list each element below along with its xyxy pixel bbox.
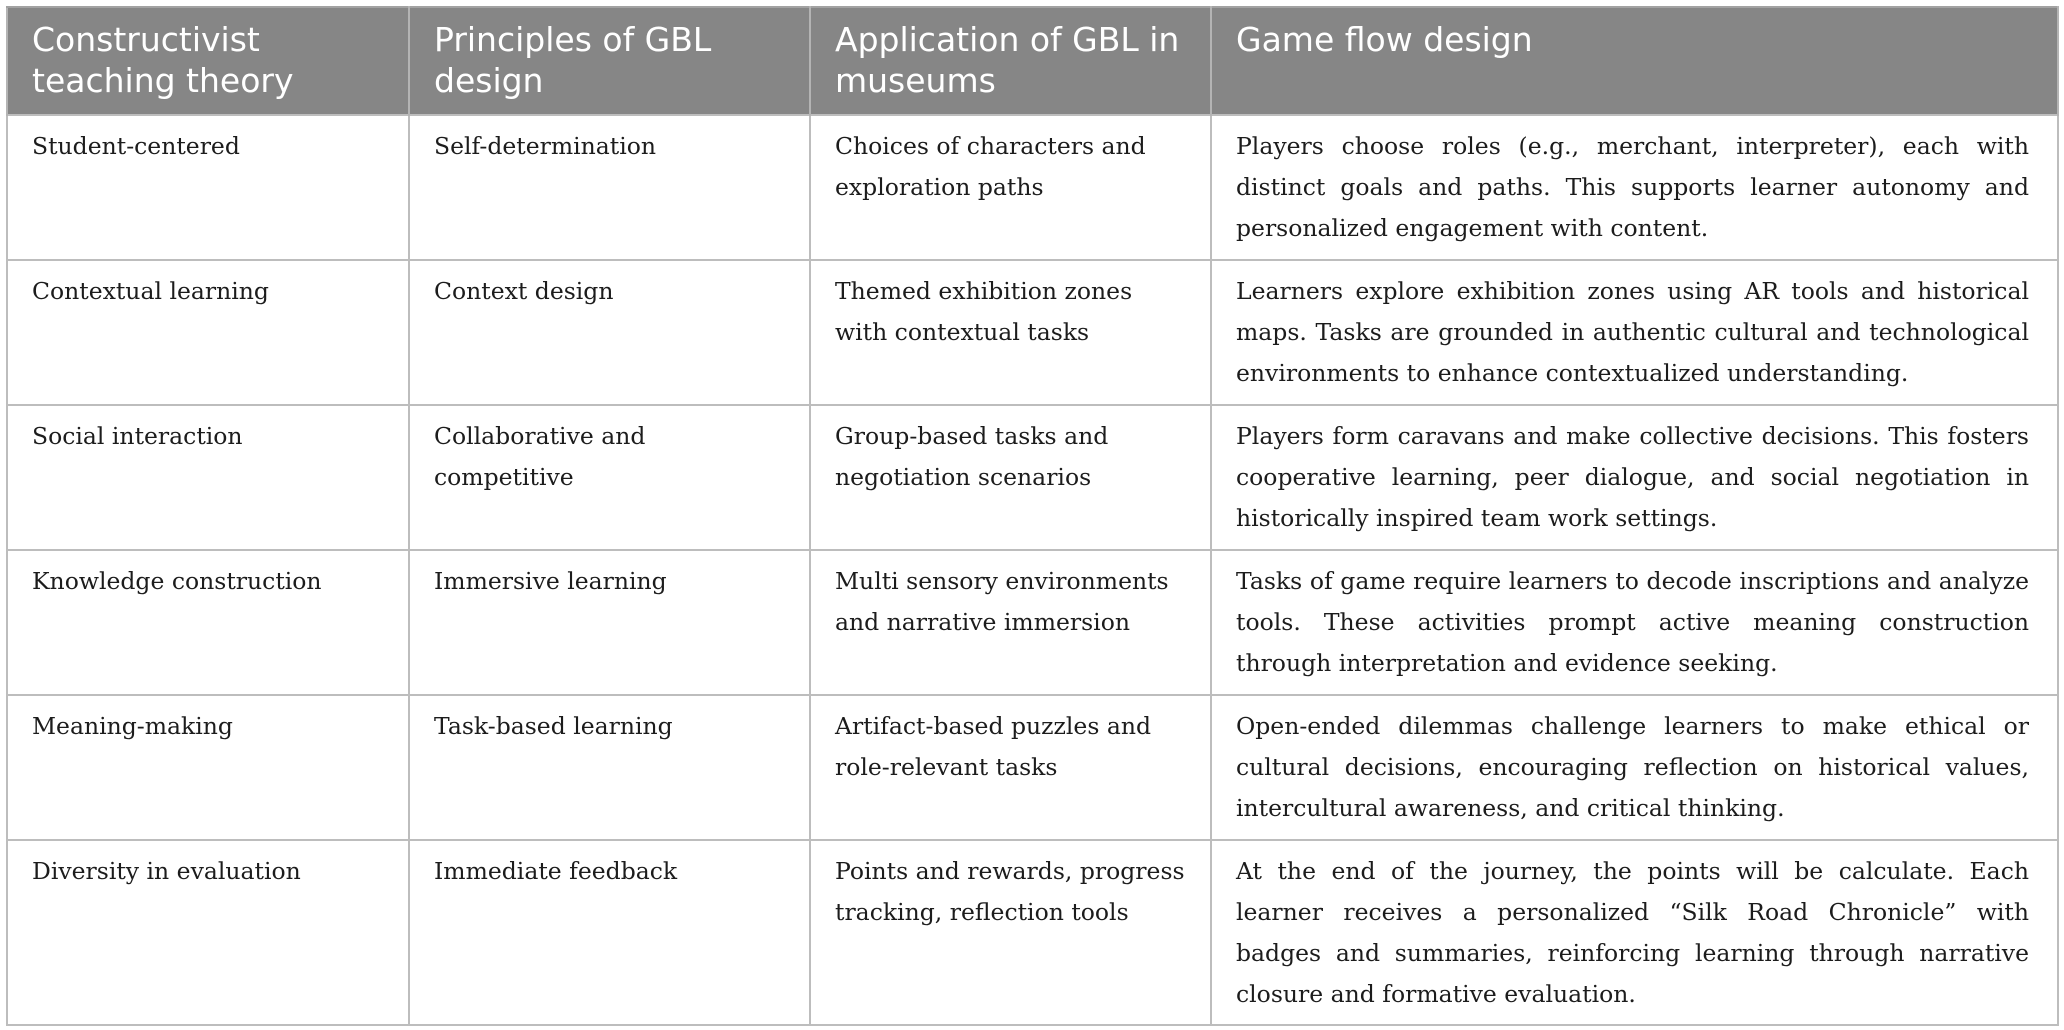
cell-application: Points and rewards, progress tracking, r… bbox=[809, 839, 1212, 1026]
gbl-framework-table-container: Constructivist teaching theory Principle… bbox=[6, 6, 2059, 1026]
cell-game-flow: Tasks of game require learners to decode… bbox=[1210, 549, 2059, 696]
cell-application: Artifact-based puzzles and role-relevant… bbox=[809, 694, 1212, 841]
cell-principle: Self-determination bbox=[408, 114, 811, 261]
cell-theory: Student-centered bbox=[6, 114, 410, 261]
table-row: Meaning-making Task-based learning Artif… bbox=[6, 694, 2059, 841]
table-header: Constructivist teaching theory Principle… bbox=[6, 6, 2059, 115]
header-principles-of-gbl-design: Principles of GBL design bbox=[408, 6, 811, 115]
cell-theory: Meaning-making bbox=[6, 694, 410, 841]
table-row: Diversity in evaluation Immediate feedba… bbox=[6, 839, 2059, 1026]
cell-principle: Immersive learning bbox=[408, 549, 811, 696]
cell-application: Choices of characters and exploration pa… bbox=[809, 114, 1212, 261]
header-constructivist-teaching-theory: Constructivist teaching theory bbox=[6, 6, 410, 115]
cell-game-flow: At the end of the journey, the points wi… bbox=[1210, 839, 2059, 1026]
header-row: Constructivist teaching theory Principle… bbox=[6, 6, 2059, 115]
table-row: Social interaction Collaborative and com… bbox=[6, 404, 2059, 551]
header-game-flow-design: Game flow design bbox=[1210, 6, 2059, 115]
cell-principle: Context design bbox=[408, 259, 811, 406]
cell-theory: Diversity in evaluation bbox=[6, 839, 410, 1026]
cell-game-flow: Players choose roles (e.g., merchant, in… bbox=[1210, 114, 2059, 261]
cell-theory: Social interaction bbox=[6, 404, 410, 551]
table-row: Knowledge construction Immersive learnin… bbox=[6, 549, 2059, 696]
header-application-of-gbl-in-museums: Application of GBL in museums bbox=[809, 6, 1212, 115]
cell-game-flow: Players form caravans and make collectiv… bbox=[1210, 404, 2059, 551]
cell-application: Group-based tasks and negotiation scenar… bbox=[809, 404, 1212, 551]
cell-theory: Knowledge construction bbox=[6, 549, 410, 696]
cell-game-flow: Learners explore exhibition zones using … bbox=[1210, 259, 2059, 406]
cell-principle: Task-based learning bbox=[408, 694, 811, 841]
cell-principle: Immediate feedback bbox=[408, 839, 811, 1026]
table-body: Student-centered Self-determination Choi… bbox=[6, 114, 2059, 1026]
gbl-framework-table: Constructivist teaching theory Principle… bbox=[6, 6, 2059, 1026]
cell-theory: Contextual learning bbox=[6, 259, 410, 406]
cell-game-flow: Open-ended dilemmas challenge learners t… bbox=[1210, 694, 2059, 841]
table-row: Student-centered Self-determination Choi… bbox=[6, 114, 2059, 261]
cell-application: Multi sensory environments and narrative… bbox=[809, 549, 1212, 696]
table-row: Contextual learning Context design Theme… bbox=[6, 259, 2059, 406]
cell-application: Themed exhibition zones with contextual … bbox=[809, 259, 1212, 406]
cell-principle: Collaborative and competitive bbox=[408, 404, 811, 551]
